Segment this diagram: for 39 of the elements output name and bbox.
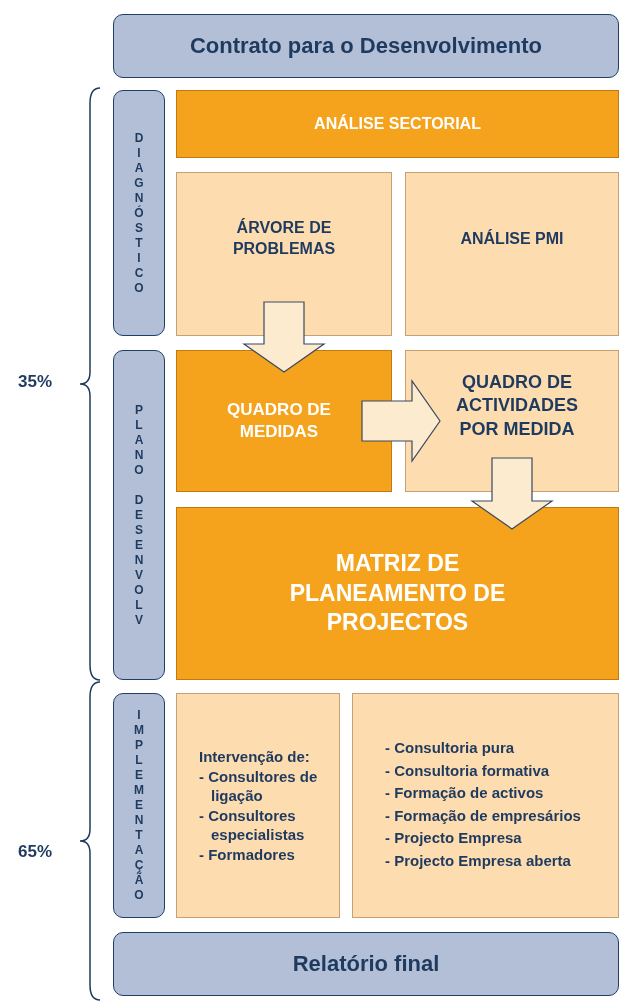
vertical-phase-label: IMPLEMENTAÇÃO [132,708,146,903]
info-box [352,693,619,918]
list-item: - Consultores especialistas [199,805,306,845]
footer-box [113,932,619,996]
percentage-label: 65% [18,842,53,862]
box-title: ANÁLISE SECTORIAL [313,113,482,134]
step-box [405,350,619,492]
list-item: - Formação de activos [385,783,545,803]
box-title: ANÁLISE PMI [459,228,565,249]
block-arrow [242,301,326,373]
vertical-phase-label: PLANO DESENVOLV [132,402,146,628]
info-box [176,693,340,918]
step-box [176,350,392,492]
percentage-label: 35% [18,372,53,392]
box-title: QUADRO DE ACTIVIDADES POR MEDIDA [455,370,579,441]
list-item: - Consultoria pura [385,738,516,758]
phase-box [113,90,165,336]
box-title: MATRIZ DE PLANEAMENTO DE PROJECTOS [288,548,507,638]
list-item: - Consultoria formativa [385,760,551,780]
phase-box [113,693,165,918]
box-title: Relatório final [291,949,441,978]
step-box [176,507,619,680]
list-item: - Projecto Empresa aberta [385,850,572,870]
step-box [176,90,619,158]
list-item: - Projecto Empresa [385,828,523,848]
vertical-phase-label: DIAGNÓSTICO [132,130,146,296]
list-item: - Formadores [199,844,296,864]
box-title: Contrato para o Desenvolvimento [188,31,544,60]
list-heading: Intervenção de: [199,747,311,767]
box-title: QUADRO DE MEDIDAS [226,398,332,443]
block-arrow [361,379,441,463]
box-title: ÁRVORE DE PROBLEMAS [231,218,337,259]
phase-box [113,350,165,680]
block-arrow [470,457,554,530]
list-item: - Formação de empresários [385,805,582,825]
step-box [176,172,392,336]
step-box [405,172,619,336]
list-item: - Consultores de ligação [199,766,319,806]
header-box [113,14,619,78]
